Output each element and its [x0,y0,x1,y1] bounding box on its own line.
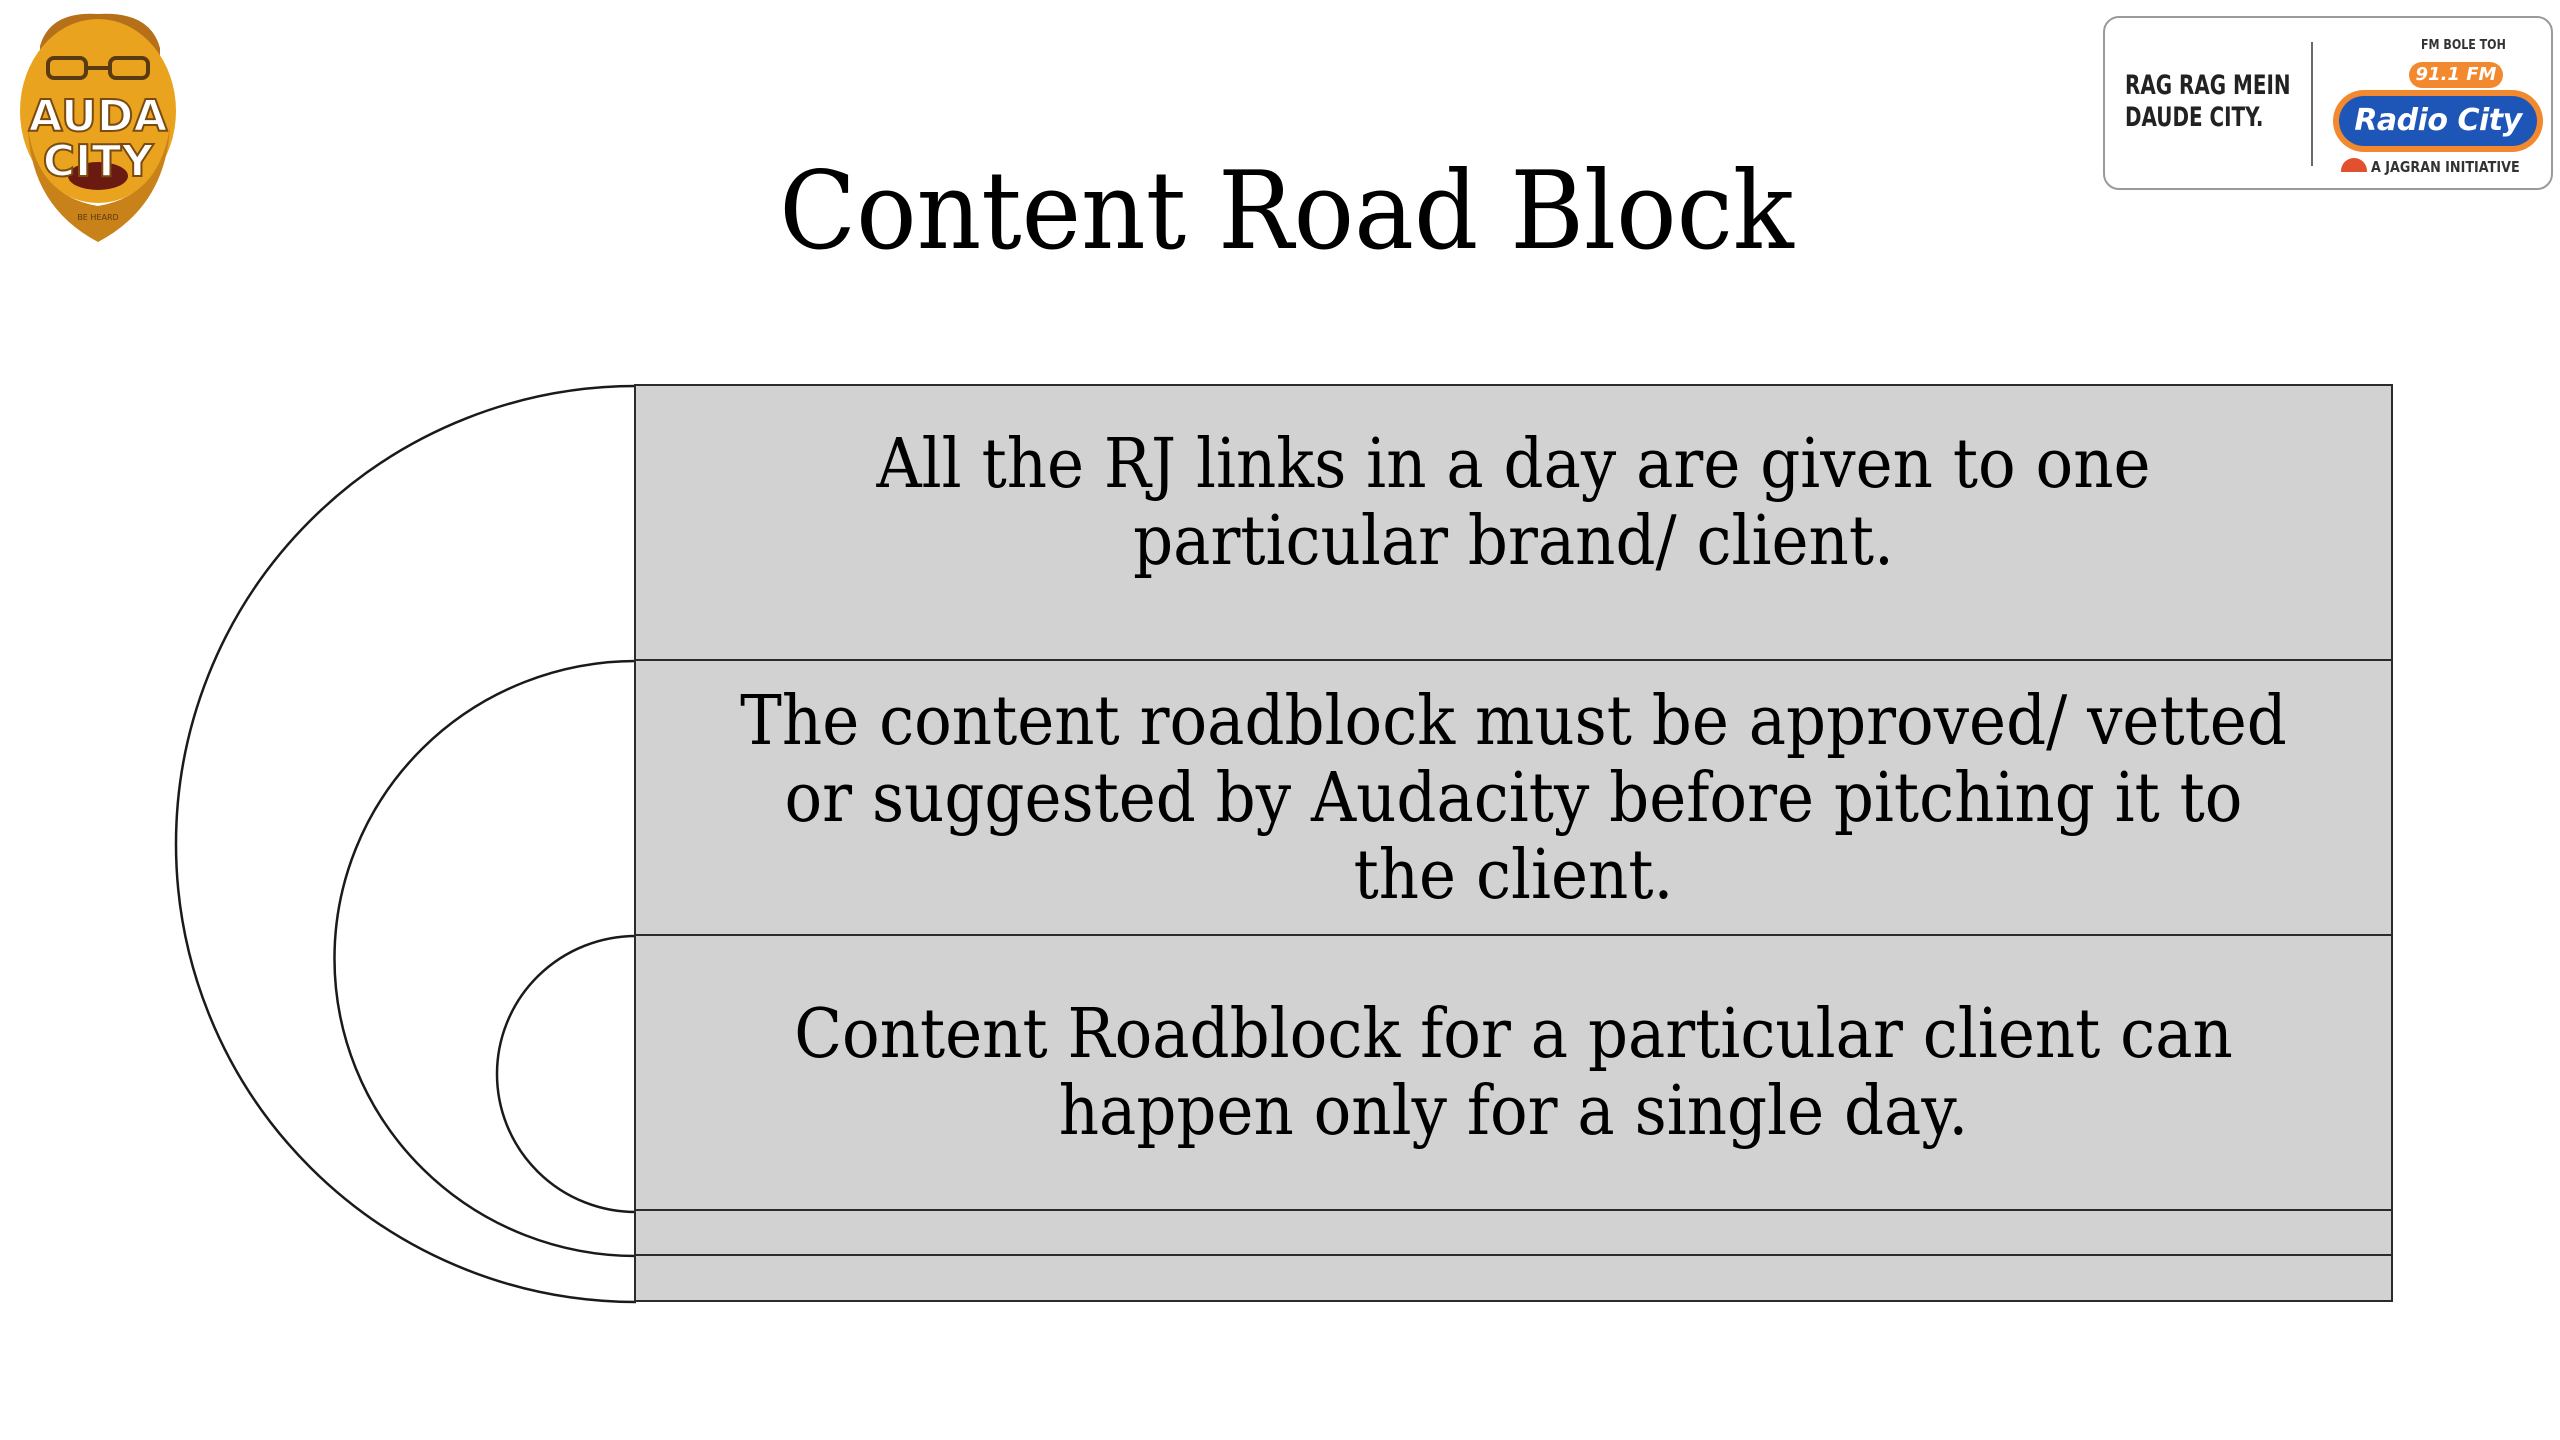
radio-city-logo: Radio City [2333,90,2543,152]
radio-city-tagline: RAG RAG MEIN DAUDE CITY. [2125,70,2291,134]
radio-city-badge: RAG RAG MEIN DAUDE CITY. FM BOLE TOH 91.… [2103,16,2553,190]
audacity-logo-graphic: AUDA CITY BE HEARD [20,13,176,242]
audacity-line2: CITY [43,136,155,187]
frequency-pill: 91.1 FM [2409,62,2503,88]
content-box-3: Content Roadblock for a particular clien… [634,934,2393,1212]
jagran-initiative-text: A JAGRAN INITIATIVE [2371,158,2520,176]
page-title: Content Road Block [779,149,1794,274]
point-2-text: The content roadblock must be approved/ … [740,681,2287,915]
badge-divider [2311,42,2313,166]
empty-strip-2 [634,1254,2393,1302]
tagline-line1: RAG RAG MEIN [2125,70,2291,101]
tagline-line2: DAUDE CITY. [2125,102,2264,133]
middle-arc [333,659,637,1258]
content-box-2: The content roadblock must be approved/ … [634,659,2393,937]
point-3-text: Content Roadblock for a particular clien… [794,995,2233,1151]
point-1-text: All the RJ links in a day are given to o… [876,425,2151,581]
empty-strip-1 [634,1209,2393,1257]
audacity-small: BE HEARD [77,213,118,222]
inner-arc [495,934,637,1214]
content-box-1: All the RJ links in a day are given to o… [634,384,2393,662]
jagran-sun-icon [2341,158,2367,172]
fm-bole-toh-text: FM BOLE TOH [2421,38,2506,53]
audacity-line1: AUDA [28,91,167,142]
radio-city-brand: Radio City [2339,96,2537,146]
outer-arc [174,384,637,1304]
audacity-logo: AUDA CITY BE HEARD [10,6,185,246]
